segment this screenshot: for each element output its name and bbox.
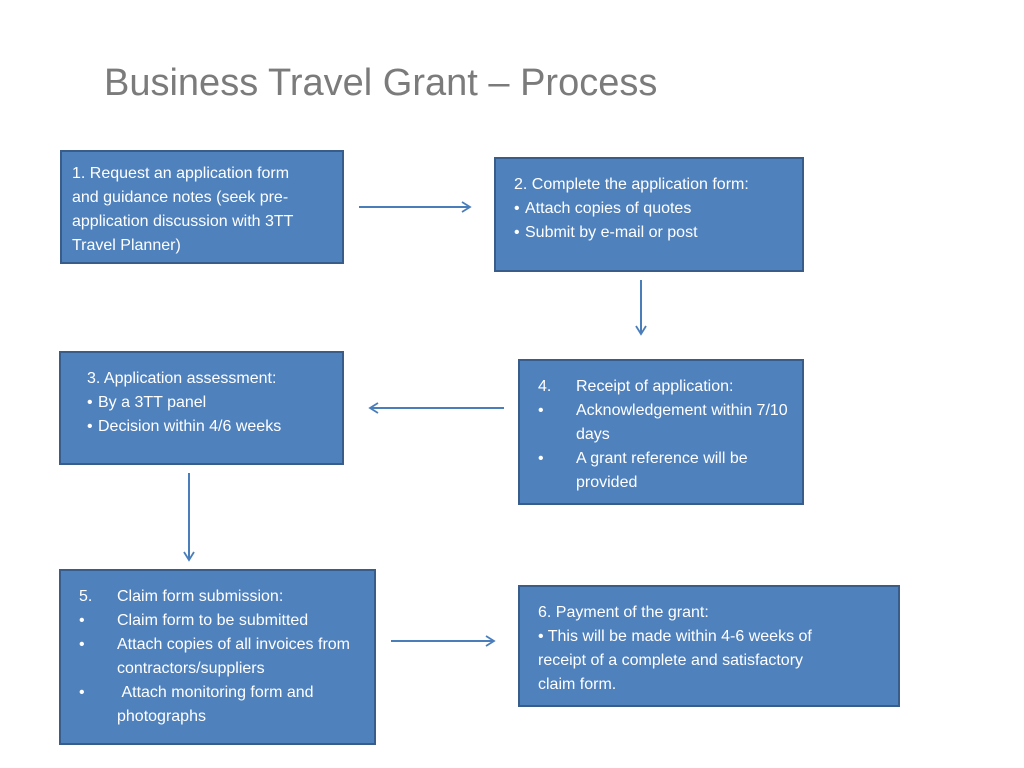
step-3-bullet: Decision within 4/6 weeks [87,415,342,439]
step-2-bullet: Submit by e-mail or post [514,221,802,245]
step-4-number: 4. [538,378,552,395]
step-5-bullet-item: • Claim form to be submitted [79,609,368,633]
slide-title: Business Travel Grant – Process [104,62,658,104]
step-3-assessment-box: 3. Application assessment: By a 3TT pane… [59,351,344,465]
bullet-marker: • [538,402,544,419]
step-3-heading: 3. Application assessment: [87,370,277,387]
step-4-bullet: Acknowledgement within 7/10 days [576,402,788,443]
step-4-numbered-item: 4. Receipt of application: [538,375,794,399]
step-5-number: 5. [79,588,93,605]
step-2-complete-form-box: 2. Complete the application form: Attach… [494,157,804,272]
bullet-marker: • [79,636,85,653]
step-1-line: 1. Request an application form [72,165,290,182]
step-5-numbered-item: 5. Claim form submission: [79,585,368,609]
step-4-bullet: A grant reference will be provided [576,450,748,491]
step-3-bullet: By a 3TT panel [87,391,342,415]
step-5-bullet-item: • Attach monitoring form and photographs [79,681,368,729]
step-5-bullet: Attach monitoring form and photographs [117,684,318,725]
step-6-line: claim form. [538,676,617,693]
step-6-line: receipt of a complete and satisfactory [538,652,804,669]
step-2-heading: 2. Complete the application form: [514,176,749,193]
bullet-marker: • [538,450,544,467]
step-1-line: Travel Planner) [72,237,181,254]
step-6-heading: 6. Payment of the grant: [538,604,709,621]
step-5-bullet: Claim form to be submitted [117,612,309,629]
step-5-bullet-item: • Attach copies of all invoices from con… [79,633,368,681]
step-5-claim-submission-box: 5. Claim form submission: • Claim form t… [59,569,376,745]
step-1-line: application discussion with 3TT [72,213,294,230]
step-6-payment-box: 6. Payment of the grant: • This will be … [518,585,900,707]
bullet-marker: • [79,684,85,701]
step-4-heading: Receipt of application: [576,378,734,395]
step-5-heading: Claim form submission: [117,588,284,605]
step-4-bullet-item: • Acknowledgement within 7/10 days [538,399,794,447]
step-4-receipt-box: 4. Receipt of application: • Acknowledge… [518,359,804,505]
step-2-bullet: Attach copies of quotes [514,197,802,221]
step-5-bullet: Attach copies of all invoices from contr… [117,636,350,677]
step-4-bullet-item: • A grant reference will be provided [538,447,794,495]
step-6-line: • This will be made within 4-6 weeks of [538,628,812,645]
step-1-line: and guidance notes (seek pre- [72,189,289,206]
bullet-marker: • [79,612,85,629]
step-1-request-form-box: 1. Request an application form and guida… [60,150,344,264]
